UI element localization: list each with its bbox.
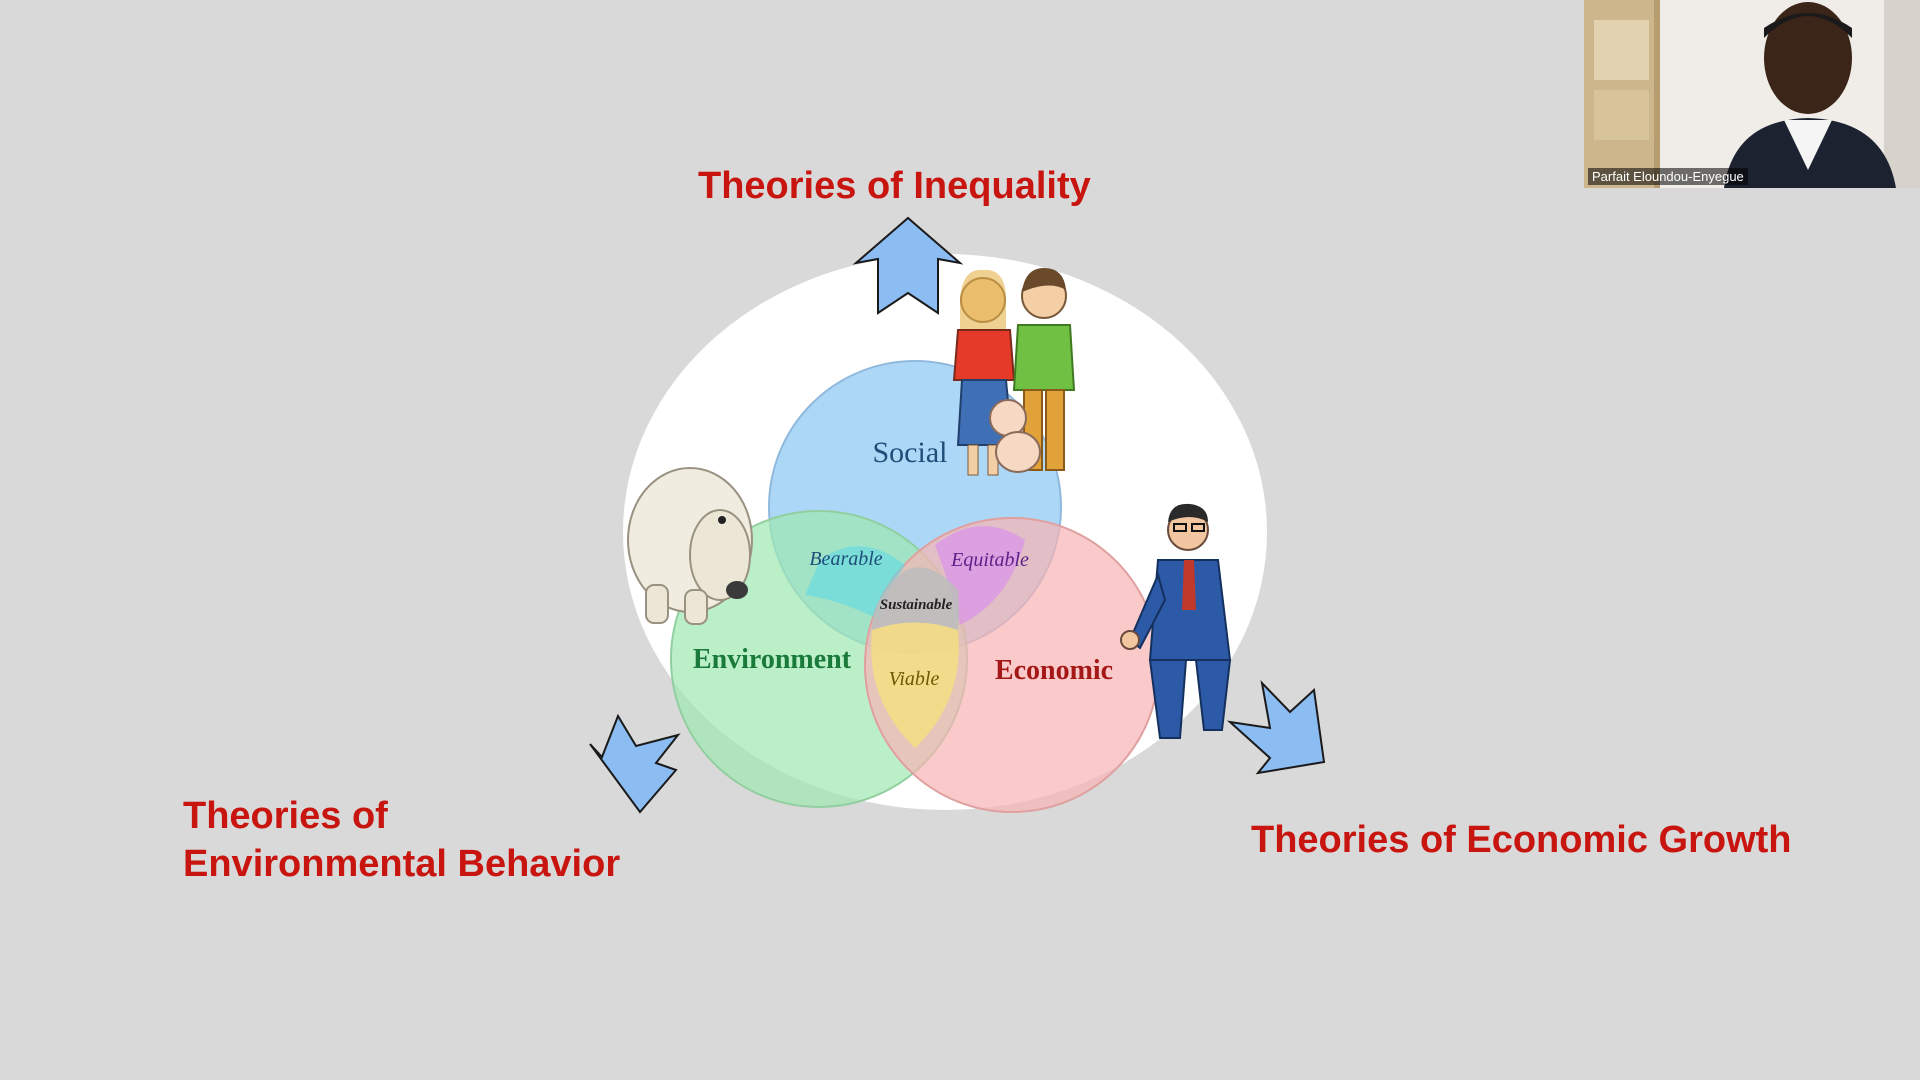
venn-label-social: Social (873, 436, 948, 469)
participant-video-tile[interactable]: Parfait Eloundou-Enyegue (1584, 0, 1920, 188)
venn-label-equitable: Equitable (950, 549, 1029, 571)
venn-label-bearable: Bearable (809, 548, 882, 570)
polar-bear-illustration (627, 467, 753, 625)
heading-environmental-line1: Theories of (183, 795, 388, 837)
heading-economic-text: Theories of Economic Growth (1251, 819, 1792, 861)
venn-label-sustainable: Sustainable (880, 597, 953, 613)
heading-environmental-line2: Environmental Behavior (183, 843, 621, 885)
heading-inequality-text: Theories of Inequality (698, 165, 1091, 207)
heading-theories-of-inequality: Theories of Inequality (698, 162, 1091, 210)
overlap-sustainable (872, 567, 959, 630)
venn-label-viable: Viable (889, 668, 940, 690)
arrow-up-icon (852, 216, 964, 315)
arrow-down-right-icon (1226, 679, 1326, 775)
participant-video-feed (1584, 0, 1920, 188)
heading-theories-of-economic-growth: Theories of Economic Growth (1251, 816, 1792, 864)
overlap-viable (871, 622, 959, 748)
family-illustration (952, 268, 1076, 476)
participant-name-label: Parfait Eloundou-Enyegue (1588, 168, 1748, 185)
arrow-down-left-icon (589, 713, 681, 814)
heading-theories-of-environmental-behavior: Theories of Environmental Behavior (183, 792, 620, 888)
venn-label-environment: Environment (693, 644, 852, 675)
businessman-illustration (1120, 503, 1232, 739)
venn-label-economic: Economic (995, 655, 1113, 686)
